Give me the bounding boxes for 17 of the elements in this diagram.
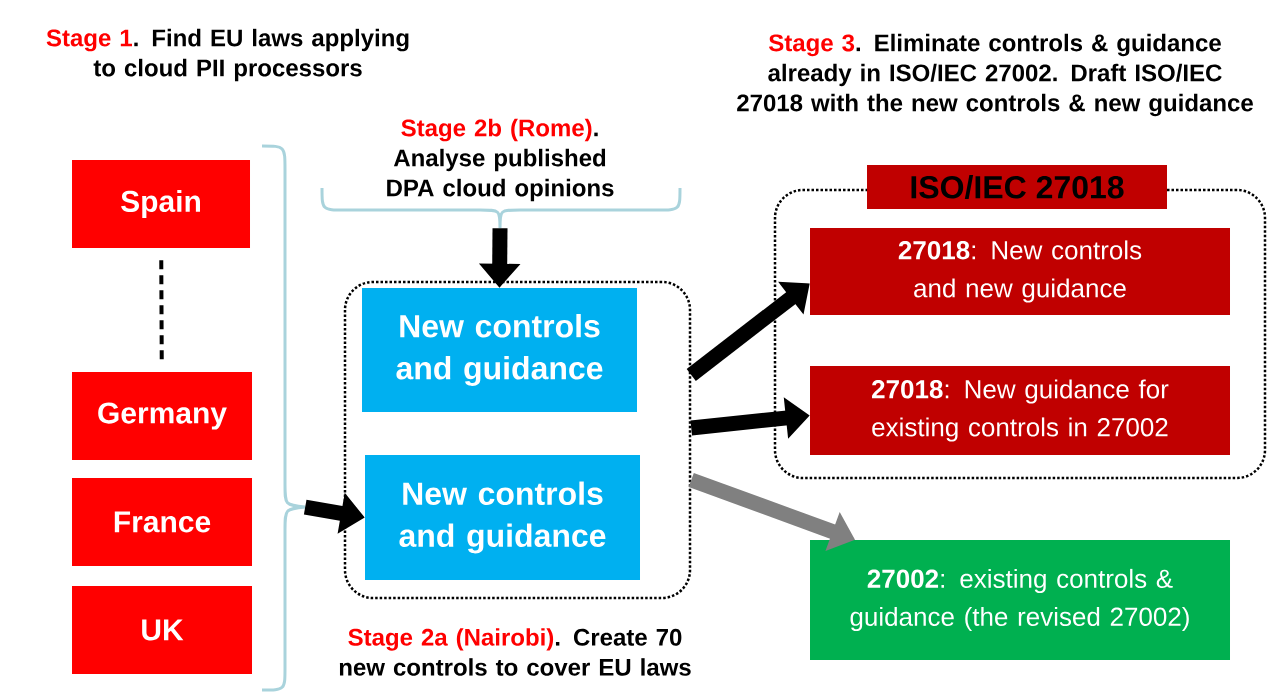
country-box: UK (72, 586, 252, 674)
standard-box: 27018: New guidance for existing controls in 27002 (810, 366, 1230, 455)
stage-caption: Stage 2a (Nairobi). Create 70 new controls to cover EU laws (339, 628, 691, 676)
country-box: Spain (72, 160, 250, 248)
standard-box: 27002: existing controls & guidance (the revised 27002) (810, 540, 1230, 660)
process-box: New controls and guidance (362, 288, 637, 412)
stage-caption: Stage 2b (Rome). Analyse published DPA cloud opinions (387, 118, 614, 202)
stage-caption: Stage 1. Find EU laws applying to cloud PII processors (46, 28, 409, 82)
standard-box: 27018: New controls and new guidance (810, 228, 1230, 315)
group-frame (343, 280, 692, 600)
country-box: Germany (72, 372, 252, 460)
dashed-line (159, 260, 164, 360)
process-box: New controls and guidance (365, 455, 640, 580)
country-box: France (72, 478, 252, 566)
brace (262, 144, 307, 692)
arrow (686, 281, 810, 381)
stage-caption: Stage 3. Eliminate controls & guidance already in ISO/IEC 27002. Draft ISO/IEC 27018 with the new controls & new guidance (737, 33, 1253, 117)
